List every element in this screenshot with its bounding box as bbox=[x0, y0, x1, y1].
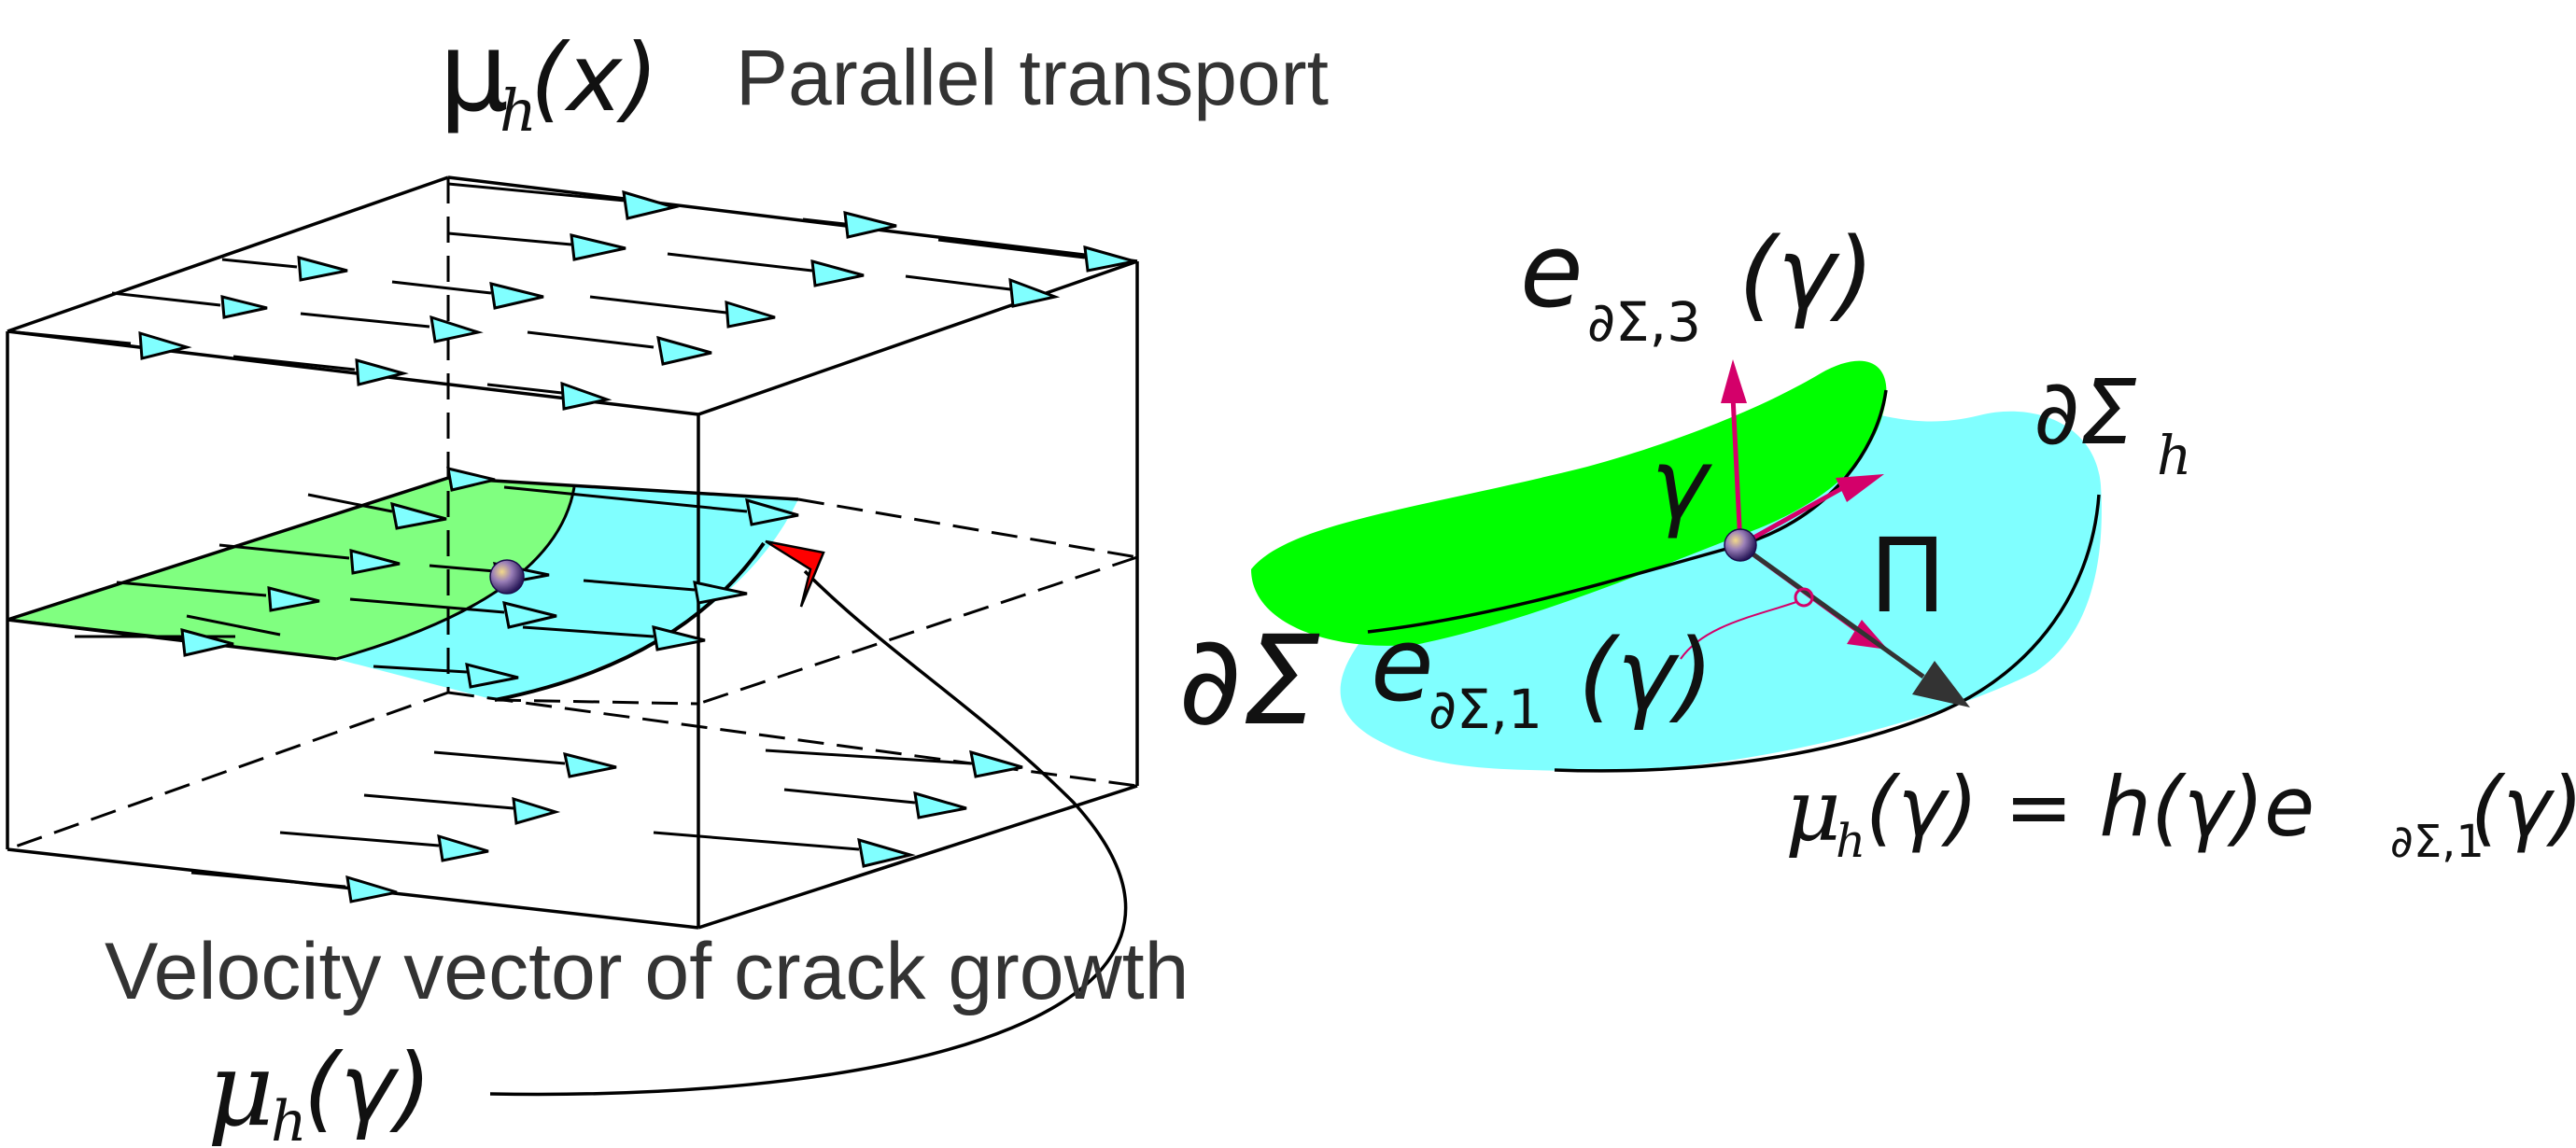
top-face-arrows bbox=[7, 182, 1135, 411]
mu-gamma-symbol: μ bbox=[207, 1029, 274, 1148]
point-sphere-icon bbox=[489, 559, 525, 595]
e3-vector bbox=[1730, 396, 1743, 546]
eq-rest-a: (γ) = h(γ)e bbox=[1865, 759, 2315, 855]
mu-gamma-sub: h bbox=[271, 1089, 307, 1148]
projection-circle bbox=[1794, 587, 1814, 608]
title-mu: μ bbox=[439, 7, 509, 136]
light-green-region bbox=[7, 478, 574, 659]
e1-base: e bbox=[1371, 605, 1434, 724]
eq-sub2: ∂Σ,1 bbox=[2390, 816, 2485, 868]
cube-hidden-edges bbox=[7, 177, 1138, 851]
boundary-h-line bbox=[1554, 494, 2101, 773]
tangent-vector bbox=[1738, 484, 1846, 548]
boundary-h-sub: h bbox=[2157, 424, 2191, 487]
gamma-label: γ bbox=[1651, 427, 1713, 541]
cyan-region bbox=[336, 487, 798, 700]
mu-arrowhead bbox=[1912, 661, 1970, 707]
e3-arg: (γ) bbox=[1738, 217, 1874, 331]
e3-base: e bbox=[1520, 211, 1584, 330]
velocity-red-arrowhead bbox=[765, 539, 825, 608]
boundary-label: ∂Σ bbox=[1178, 609, 1320, 753]
eq-mu: μ bbox=[1785, 761, 1841, 861]
title-text: Parallel transport bbox=[736, 34, 1329, 121]
e1-sub: ∂Σ,1 bbox=[1429, 678, 1542, 741]
tangent-arrowhead bbox=[1836, 474, 1884, 502]
mu-vector bbox=[1738, 542, 1925, 679]
cube-edges bbox=[6, 175, 1139, 930]
e3-arrowhead bbox=[1721, 359, 1747, 403]
point-sphere-icon bbox=[1724, 528, 1757, 562]
title-mu-sub: h bbox=[500, 77, 537, 145]
e3-sub: ∂Σ,3 bbox=[1587, 290, 1701, 354]
cube-diagram bbox=[6, 175, 1139, 1097]
eq-mu-sub: h bbox=[1836, 814, 1865, 868]
crack-front-line bbox=[1367, 389, 1888, 634]
mu-gamma-arg: (γ) bbox=[303, 1033, 431, 1142]
title-arg: (x) bbox=[530, 23, 658, 133]
middle-plane-arrows bbox=[7, 467, 799, 689]
cyan-crack-region bbox=[1340, 410, 2102, 772]
boundary-h-base: ∂Σ bbox=[2034, 360, 2137, 465]
green-crack-region bbox=[1251, 360, 1887, 646]
pi-label: Π bbox=[1869, 516, 1947, 636]
projection-leader bbox=[1680, 601, 1797, 660]
bottom-plane-arrows bbox=[190, 749, 1023, 903]
eq-rest-b: (γ) bbox=[2470, 759, 2576, 855]
crack-surface-diagram bbox=[1251, 359, 2102, 773]
velocity-pointer-curve bbox=[489, 569, 1128, 1097]
velocity-text: Velocity vector of crack growth bbox=[105, 927, 1189, 1016]
e1-arg: (γ) bbox=[1578, 618, 1713, 733]
labels: μ h (x) Parallel transport Velocity vect… bbox=[105, 7, 2576, 1148]
